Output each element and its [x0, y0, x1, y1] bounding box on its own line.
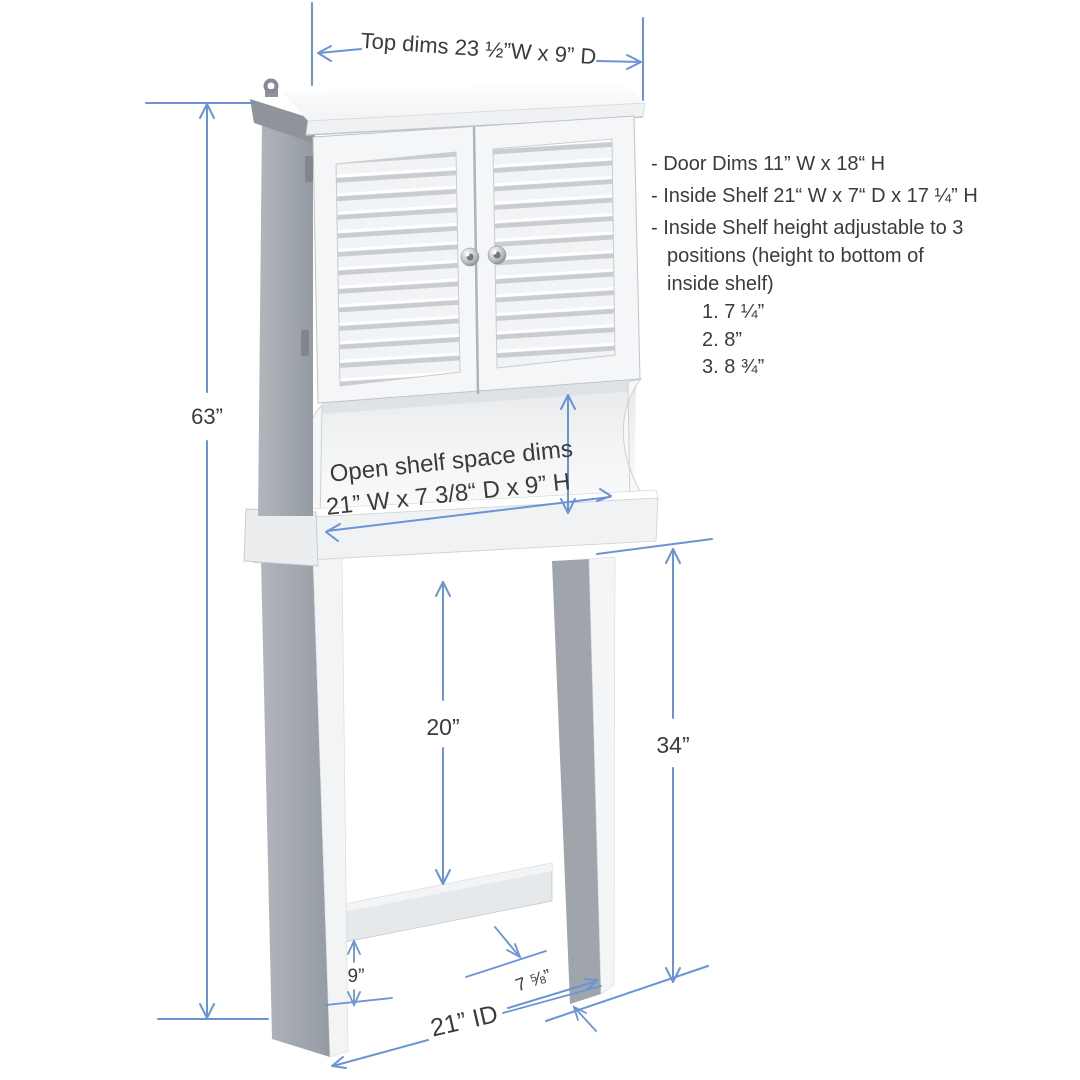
inside-width-label: 21” ID — [428, 1000, 501, 1043]
inner-clearance-label: 20” — [426, 714, 459, 740]
open-shelf-back-panel — [320, 380, 636, 529]
leg-depth-label: 7 ⅝” — [513, 965, 553, 995]
door-knob-right — [487, 245, 507, 265]
shelf-position-1: 1. 7 ¼” — [702, 301, 764, 323]
louver-door-right — [492, 138, 616, 369]
spec-door-dims: - Door Dims 11” W x 18“ H — [651, 153, 885, 175]
dim-tank-clearance — [545, 538, 713, 1022]
arrow-up-icon — [435, 581, 451, 597]
arrow-left-icon — [325, 523, 341, 542]
arrow-up-icon — [347, 938, 361, 955]
dim-open-shelf — [325, 394, 612, 542]
arrow-up-left-icon — [572, 1005, 587, 1021]
spec-shelf-adjust-3: inside shelf) — [667, 273, 774, 295]
arrow-right-icon — [626, 54, 642, 70]
arrow-down-icon — [560, 498, 576, 514]
dim-inner-clearance — [435, 581, 451, 885]
arrow-up-right-icon — [584, 978, 599, 990]
arrow-up-icon — [560, 394, 576, 410]
dimension-lines — [145, 2, 713, 1069]
cabinet-left-leg — [261, 556, 349, 1058]
shelf-position-3: 3. 8 ¾” — [702, 356, 764, 378]
dim-inside-width — [331, 978, 599, 1069]
arrow-down-right-icon — [506, 943, 522, 959]
spec-shelf-adjust-1: - Inside Shelf height adjustable to 3 — [651, 217, 963, 239]
tank-clearance-label: 34” — [656, 732, 689, 758]
arrow-left-icon — [317, 45, 332, 62]
arrow-down-left-icon — [331, 1056, 347, 1069]
cabinet-doors — [312, 115, 641, 404]
cabinet-side-panel — [258, 121, 313, 516]
cabinet-crossbar — [329, 862, 553, 946]
wall-mount-hook — [263, 78, 279, 97]
spec-list: - Door Dims 11” W x 18“ H - Inside Shelf… — [651, 153, 978, 378]
dim-top-width — [311, 2, 644, 101]
top-width-label: Top dims 23 ½”W x 9” D — [360, 28, 597, 69]
arrow-up-icon — [199, 103, 215, 119]
arrow-right-icon — [596, 488, 612, 502]
arrow-up-icon — [665, 548, 681, 564]
dim-leg-depth — [465, 926, 602, 1032]
spec-shelf-adjust-2: positions (height to bottom of — [667, 245, 924, 267]
cabinet-right-leg — [552, 556, 616, 1004]
cabinet-mid-shelf — [243, 489, 659, 567]
dim-overall-height — [145, 102, 269, 1020]
spec-inside-shelf: - Inside Shelf 21“ W x 7“ D x 17 ¼” H — [651, 185, 978, 207]
door-knob-left — [460, 247, 480, 267]
arrow-down-icon — [665, 967, 681, 983]
overall-height-label: 63” — [191, 404, 223, 429]
dim-foot-height — [325, 938, 393, 1008]
louver-door-left — [335, 151, 461, 387]
foot-height-label: 9” — [348, 966, 365, 987]
cabinet-render — [243, 78, 659, 1058]
arrow-down-icon — [435, 869, 451, 885]
door-hinge-bottom — [301, 330, 309, 356]
arrow-down-icon — [347, 991, 361, 1008]
shelf-position-2: 2. 8” — [702, 329, 742, 351]
door-hinge-top — [305, 156, 313, 182]
